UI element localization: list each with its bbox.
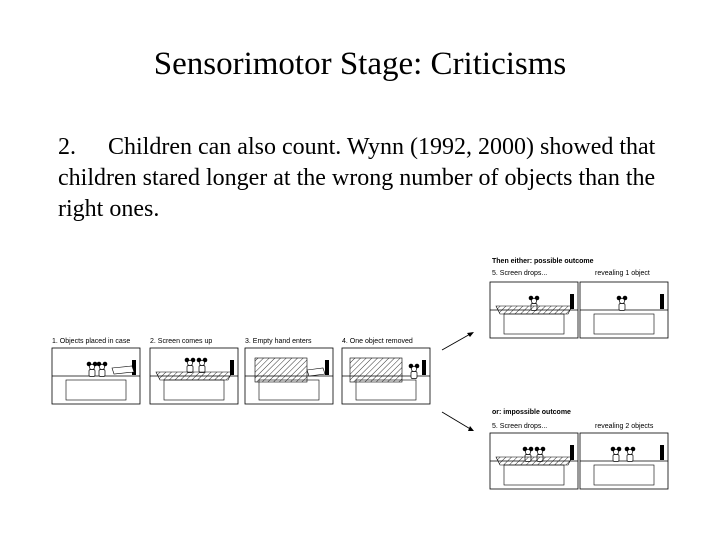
impossible-panel-screen-drops [489, 432, 579, 490]
bullet-point: 2.Children can also count. Wynn (1992, 2… [58, 132, 698, 225]
possible-outcome-heading: Then either: possible outcome [492, 258, 594, 265]
step-2-label: 2. Screen comes up [150, 338, 213, 345]
panel-1 [51, 347, 141, 405]
impossible-reveal-label: revealing 2 objects [595, 423, 654, 430]
panel-2 [149, 347, 239, 405]
impossible-step-5-label: 5. Screen drops... [492, 423, 548, 430]
slide-title: Sensorimotor Stage: Criticisms [153, 46, 567, 82]
impossible-outcome-heading: or: impossible outcome [492, 409, 571, 416]
possible-reveal-label: revealing 1 object [595, 270, 650, 277]
possible-panel-screen-drops [489, 281, 579, 339]
step-3-label: 3. Empty hand enters [245, 338, 312, 345]
panel-4 [341, 347, 431, 405]
arrow-to-possible [441, 332, 474, 351]
point-text: Children can also count. Wynn (1992, 200… [58, 134, 656, 222]
panel-3 [244, 347, 334, 405]
possible-step-5-label: 5. Screen drops... [492, 270, 548, 277]
possible-panel-reveal-1 [579, 281, 669, 339]
impossible-panel-reveal-2 [579, 432, 669, 490]
step-1-label: 1. Objects placed in case [52, 338, 131, 345]
point-number: 2. [58, 134, 76, 160]
arrow-to-impossible [441, 411, 474, 431]
step-4-label: 4. One object removed [342, 338, 413, 345]
